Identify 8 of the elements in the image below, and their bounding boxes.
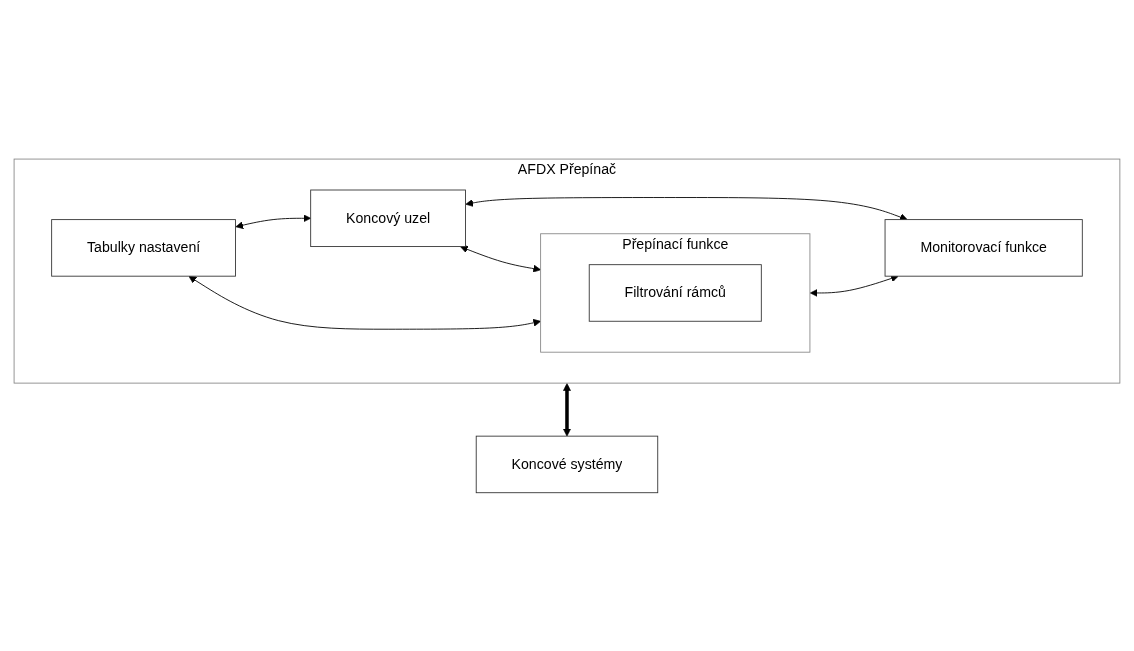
arrow [235,214,312,229]
process-box: Koncový uzel [310,189,466,247]
process-box: Koncové systémy [475,435,659,493]
process-box: Filtrování rámců [588,263,762,322]
process-box: Monitorovací funkce [884,218,1083,277]
arrow [563,382,571,437]
arrow [460,245,541,273]
process-box: Tabulky nastavení [51,218,236,277]
